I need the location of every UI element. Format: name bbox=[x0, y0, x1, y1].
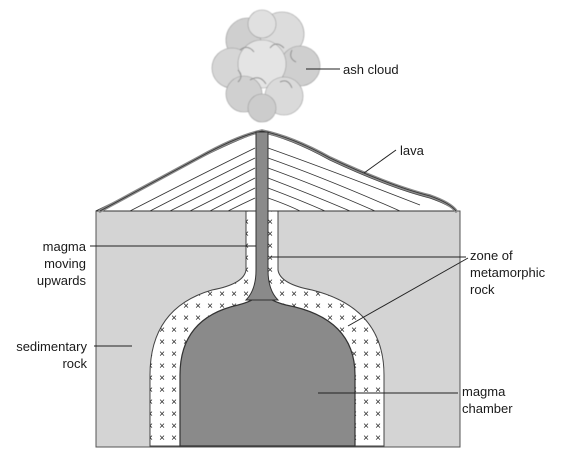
lava-flow-edge bbox=[99, 130, 457, 212]
label-magma-moving-line1: magma bbox=[43, 239, 87, 254]
label-chamber-line2: chamber bbox=[462, 401, 513, 416]
label-zone-line3: rock bbox=[470, 282, 495, 297]
magma-conduit bbox=[244, 131, 280, 301]
label-zone-line2: metamorphic bbox=[470, 265, 546, 280]
label-zone-line1: zone of bbox=[470, 248, 513, 263]
label-magma-moving-line2: moving bbox=[44, 256, 86, 271]
label-sedimentary-line1: sedimentary bbox=[16, 339, 87, 354]
label-ash-cloud: ash cloud bbox=[343, 62, 399, 77]
label-sedimentary-line2: rock bbox=[62, 356, 87, 371]
label-lava: lava bbox=[400, 143, 425, 158]
cone-strata bbox=[129, 147, 421, 212]
label-magma-moving-line3: upwards bbox=[37, 273, 87, 288]
label-chamber-line1: magma bbox=[462, 384, 506, 399]
ash-cloud bbox=[211, 9, 321, 123]
pointer-lines bbox=[90, 68, 469, 394]
